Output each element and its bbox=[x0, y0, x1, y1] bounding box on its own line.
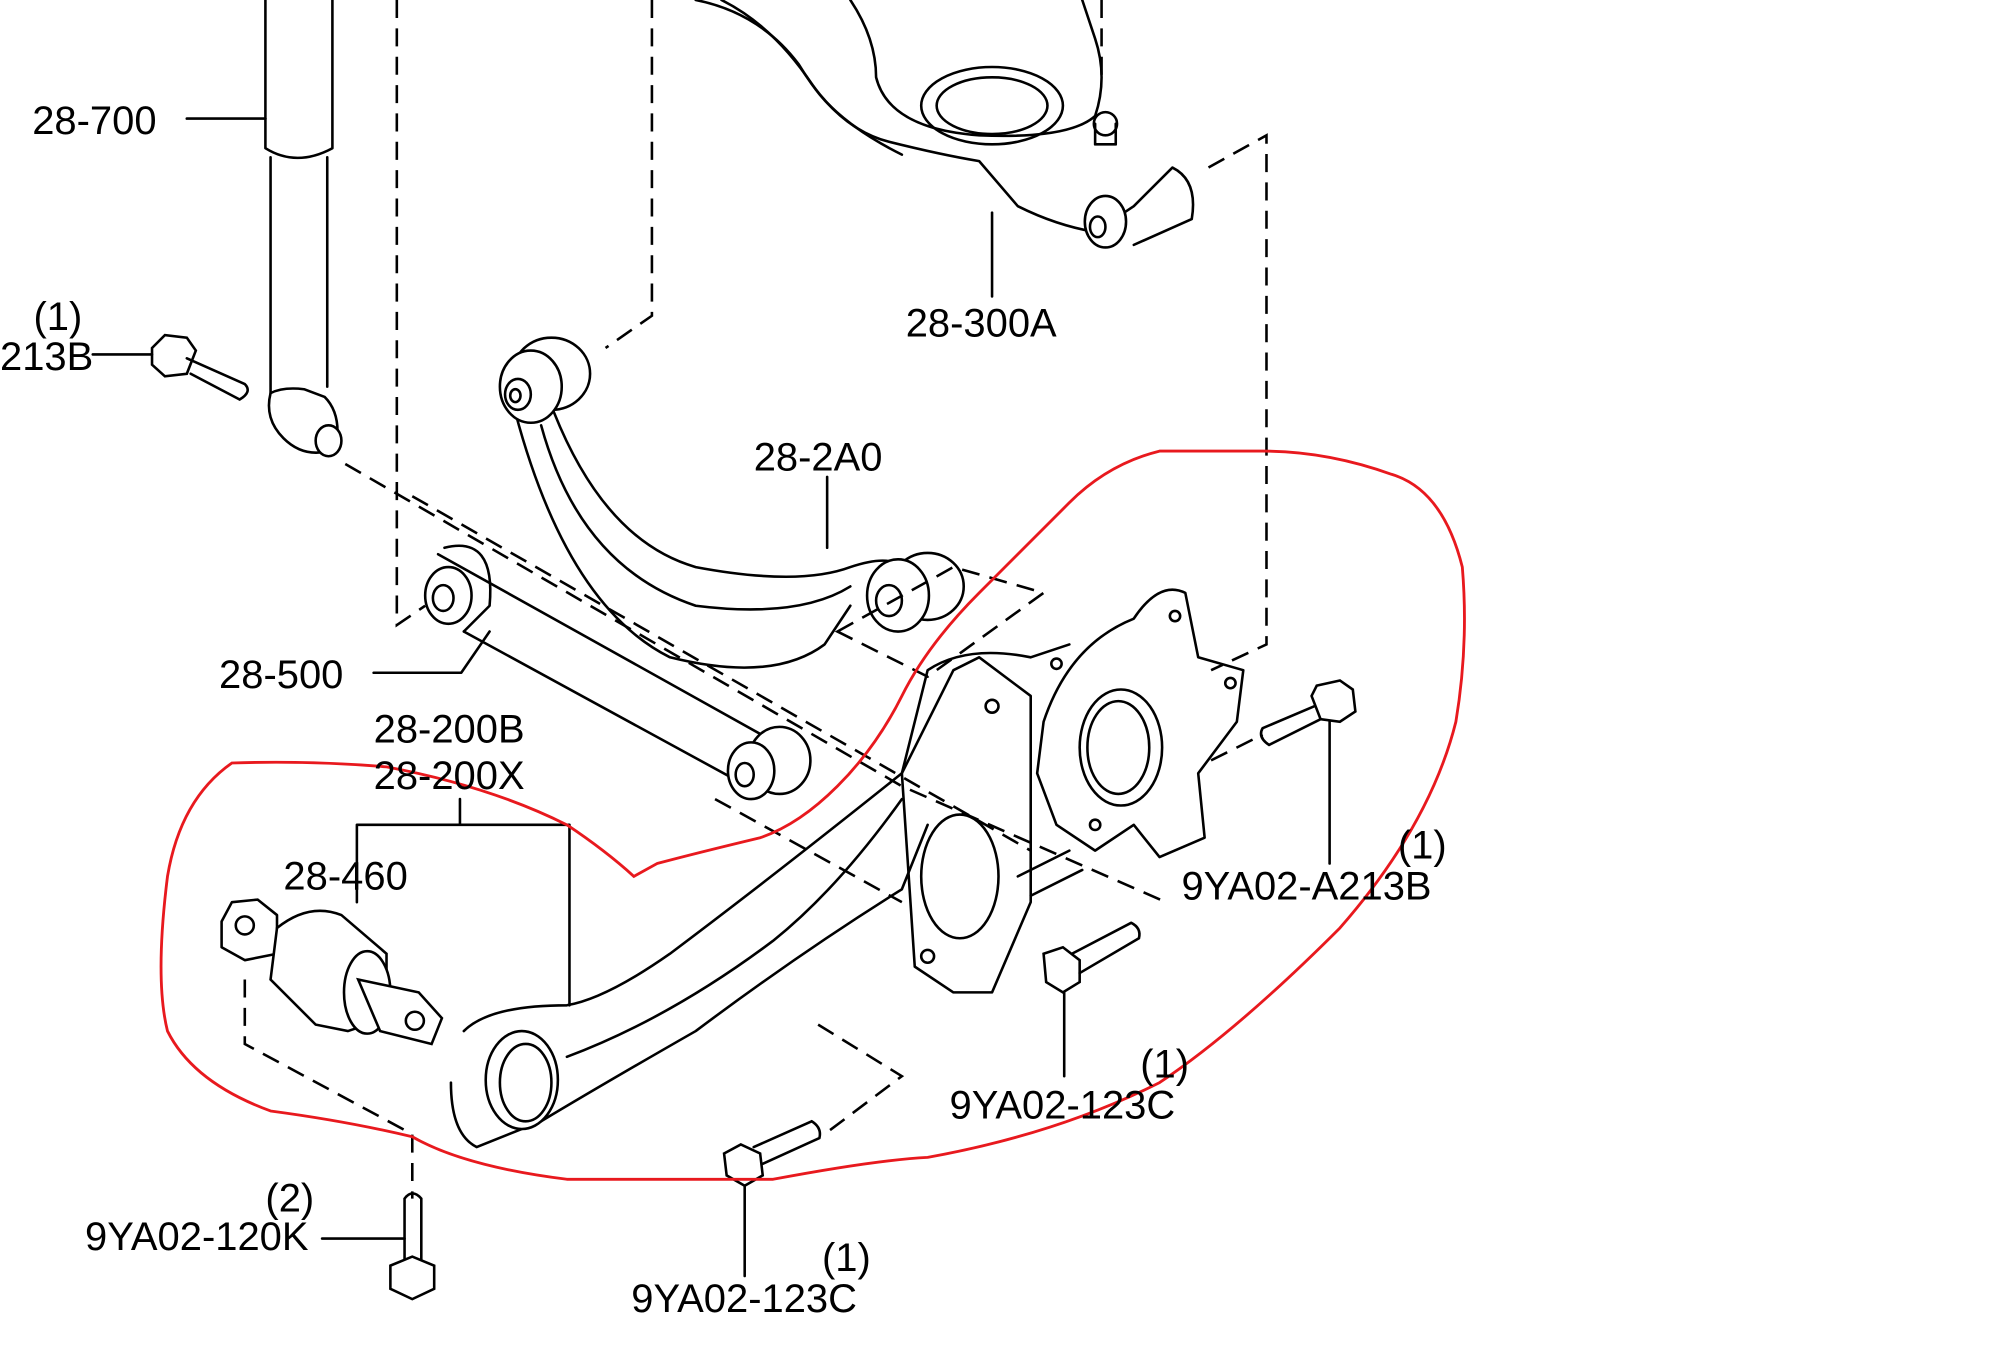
upper-control-arm-300a bbox=[694, 0, 1195, 249]
bolt-213b bbox=[150, 333, 249, 401]
leader-lines bbox=[91, 117, 1331, 1278]
label-123c-lower-qty: (1) bbox=[822, 1236, 871, 1280]
bolt-123c-lower bbox=[722, 1119, 822, 1188]
label-28-460[interactable]: 28-460 bbox=[283, 854, 407, 898]
label-9ya02-a213b[interactable]: 9YA02-A213B bbox=[1181, 865, 1431, 909]
label-28-500[interactable]: 28-500 bbox=[219, 653, 343, 697]
label-28-300a[interactable]: 28-300A bbox=[906, 301, 1057, 345]
label-9ya02-120k[interactable]: 9YA02-120K bbox=[85, 1215, 309, 1259]
lateral-link-500 bbox=[423, 544, 812, 801]
label-120k-qty: (2) bbox=[265, 1176, 314, 1220]
label-28-2a0[interactable]: 28-2A0 bbox=[754, 435, 883, 479]
trailing-arm-200b bbox=[449, 643, 1071, 1149]
label-9ya02-123c-upper[interactable]: 9YA02-123C bbox=[950, 1084, 1176, 1128]
label-a213b-qty: (1) bbox=[1398, 823, 1447, 867]
label-28-200x[interactable]: 28-200X bbox=[374, 754, 525, 798]
knuckle-hub bbox=[900, 588, 1245, 994]
assembly-guide-lines bbox=[243, 0, 1268, 1199]
label-123c-upper-qty: (1) bbox=[1140, 1042, 1189, 1086]
label-28-700[interactable]: 28-700 bbox=[32, 99, 156, 143]
shock-absorber bbox=[264, 0, 343, 458]
part-labels: 28-700 (1) 213B 28-300A 28-2A0 28-500 28… bbox=[0, 99, 1447, 1321]
bolt-123c-upper bbox=[1042, 921, 1141, 994]
bolt-a213b bbox=[1259, 679, 1357, 747]
bushing-460 bbox=[220, 898, 444, 1046]
label-28-200b[interactable]: 28-200B bbox=[374, 707, 525, 751]
highlight-outline bbox=[159, 449, 1466, 1181]
upper-arm-2a0 bbox=[498, 336, 966, 669]
label-213b[interactable]: 213B bbox=[0, 335, 93, 379]
label-9ya02-123c-lower[interactable]: 9YA02-123C bbox=[631, 1277, 857, 1321]
bolt-120k bbox=[389, 1192, 436, 1301]
label-213b-qty: (1) bbox=[33, 295, 82, 339]
